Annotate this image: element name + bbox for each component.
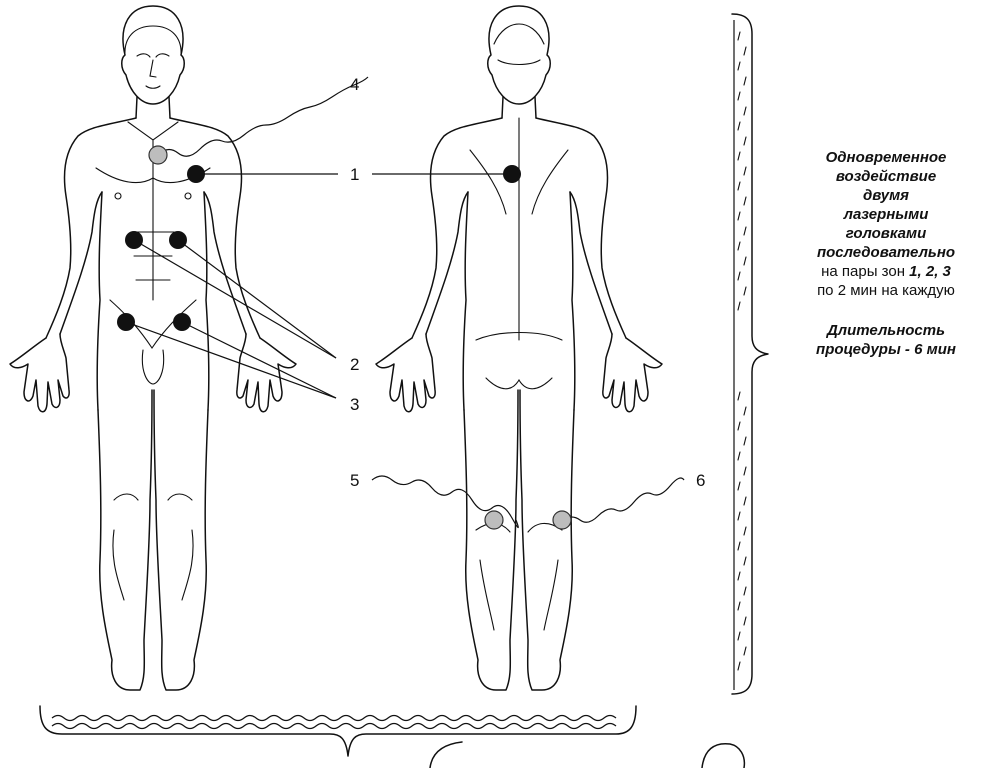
zone-1-front-dot — [187, 165, 205, 183]
zone-5-dot — [485, 511, 503, 529]
desc-line-2: воздействие — [770, 167, 1002, 186]
label-5: 5 — [350, 471, 359, 490]
desc-line-8: по 2 мин на каждую — [770, 281, 1002, 300]
zone-4-dot — [149, 146, 167, 164]
back-figure — [376, 6, 662, 690]
zone-3-right-dot — [173, 313, 191, 331]
procedure-description: Одновременное воздействие двумя лазерным… — [770, 148, 1002, 359]
desc-line-6: последовательно — [770, 243, 1002, 262]
desc-line-7: на пары зон 1, 2, 3 — [770, 262, 1002, 281]
desc-line-5: головками — [770, 224, 1002, 243]
probe-icon — [430, 742, 462, 768]
zone-2-left-dot — [125, 231, 143, 249]
desc-line-1: Одновременное — [770, 148, 1002, 167]
label-3: 3 — [350, 395, 359, 414]
zone-1-back-dot — [503, 165, 521, 183]
duration-line-1: Длительность — [770, 321, 1002, 340]
label-4: 4 — [350, 75, 359, 94]
zone-6-dot — [553, 511, 571, 529]
front-figure — [10, 6, 296, 690]
right-brace — [732, 14, 768, 694]
label-6: 6 — [696, 471, 705, 490]
dial-icon — [702, 744, 744, 768]
desc-line-3: двумя — [770, 186, 1002, 205]
bottom-brace — [40, 706, 636, 756]
zone-3-left-dot — [117, 313, 135, 331]
label-2: 2 — [350, 355, 359, 374]
duration-line-2: процедуры - 6 мин — [770, 340, 1002, 359]
desc-line-4: лазерными — [770, 205, 1002, 224]
desc-zones: 1, 2, 3 — [909, 263, 951, 280]
desc-line-7-prefix: на пары зон — [821, 263, 909, 280]
label-1: 1 — [350, 165, 359, 184]
zone-2-right-dot — [169, 231, 187, 249]
